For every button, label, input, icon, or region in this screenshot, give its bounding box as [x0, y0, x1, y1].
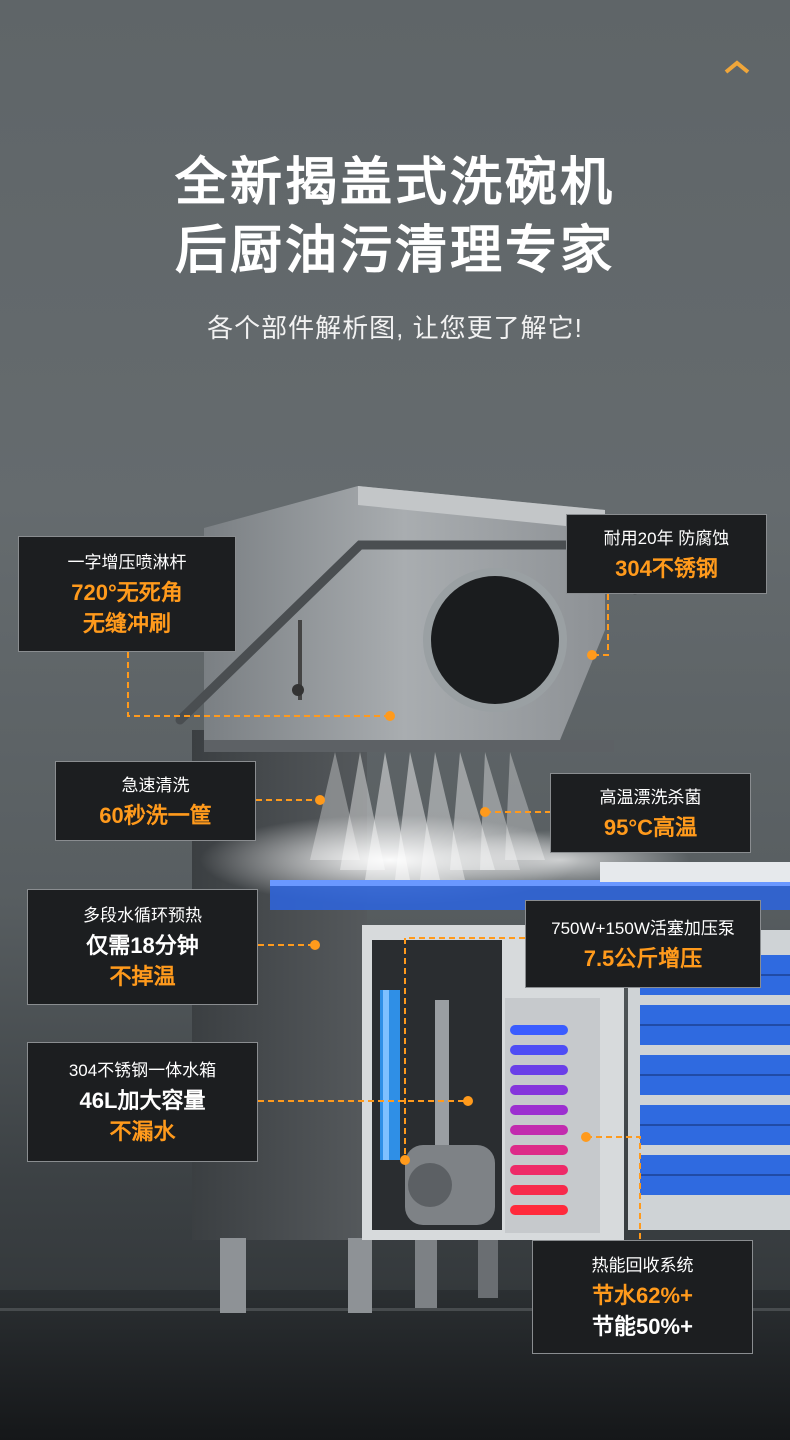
heat-coils [510, 1025, 568, 1215]
callout-spray-arm: 一字增压喷淋杆 720°无死角 无缝冲刷 [18, 536, 236, 652]
callout-spray-arm-highlight2: 无缝冲刷 [82, 611, 171, 636]
callout-heat-recovery-title: 热能回收系统 [591, 1256, 694, 1275]
callout-rinse-title: 高温漂洗杀菌 [599, 787, 702, 807]
callout-steel-highlight: 304不锈钢 [615, 555, 718, 581]
callout-heat-recovery-value: 节能50%+ [592, 1314, 693, 1339]
leader-dots [310, 650, 597, 1165]
callout-tank-title: 304不锈钢一体水箱 [68, 1061, 217, 1080]
page-title: 全新揭盖式洗碗机 [174, 154, 615, 212]
callout-tank-highlight: 不漏水 [109, 1119, 176, 1144]
callout-speed-title: 急速清洗 [121, 775, 190, 795]
callout-speed-highlight: 60秒洗一筐 [99, 802, 212, 828]
callout-preheat-highlight: 不掉温 [109, 964, 176, 989]
chevron-up-icon[interactable] [724, 60, 750, 74]
callout-heat-recovery: 热能回收系统 节水62%+ 节能50%+ [532, 1240, 753, 1354]
callout-tank: 304不锈钢一体水箱 46L加大容量 不漏水 [27, 1042, 258, 1162]
page-subtitle: 各个部件解析图, 让您更了解它! [207, 313, 583, 343]
callout-pump-title: 750W+150W活塞加压泵 [551, 918, 735, 938]
callout-pump: 750W+150W活塞加压泵 7.5公斤增压 [525, 900, 761, 988]
callout-heat-recovery-highlight: 节水62%+ [592, 1283, 693, 1308]
callout-tank-value: 46L加大容量 [79, 1088, 206, 1113]
callout-pump-highlight: 7.5公斤增压 [583, 945, 703, 971]
callout-preheat-title: 多段水循环预热 [83, 906, 202, 925]
callout-rinse-highlight: 95°C高温 [603, 814, 698, 840]
page-title-line2: 后厨油污清理专家 [174, 222, 615, 280]
callout-steel-title: 耐用20年 防腐蚀 [603, 528, 730, 548]
callout-spray-arm-title: 一字增压喷淋杆 [67, 553, 187, 572]
callout-preheat: 多段水循环预热 仅需18分钟 不掉温 [27, 889, 258, 1005]
callout-spray-arm-highlight: 720°无死角 [71, 580, 183, 605]
callout-rinse: 高温漂洗杀菌 95°C高温 [550, 773, 751, 853]
callout-preheat-value: 仅需18分钟 [86, 933, 199, 958]
callout-speed: 急速清洗 60秒洗一筐 [55, 761, 256, 841]
leader-lines [127, 594, 641, 1240]
callout-steel: 耐用20年 防腐蚀 304不锈钢 [566, 514, 767, 594]
